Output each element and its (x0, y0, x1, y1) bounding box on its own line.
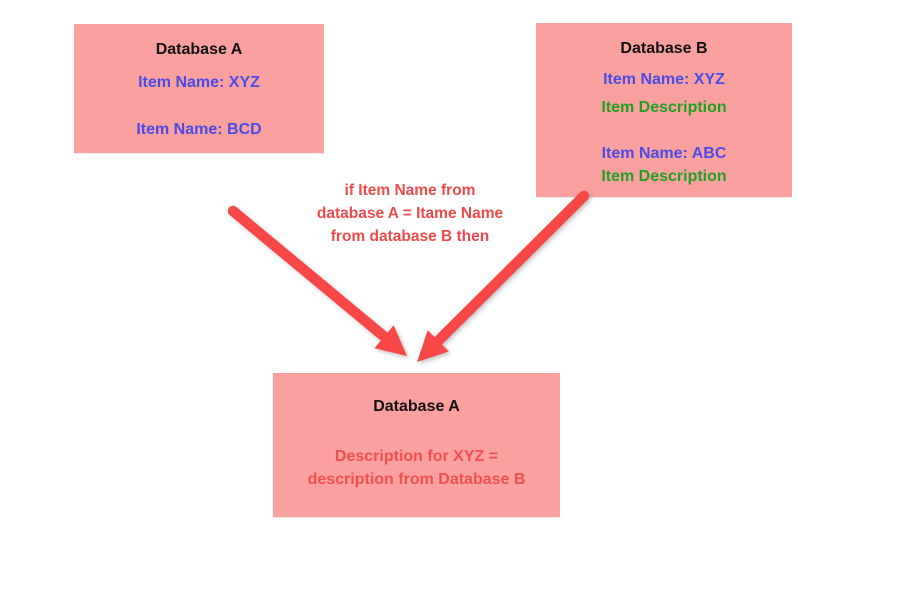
result-line-2: description from Database B (307, 471, 526, 488)
result-line-1: Description for XYZ = (334, 448, 499, 465)
database-b-item-name-abc: Item Name: ABC (601, 145, 727, 162)
database-b-item-description-xyz: Item Description (601, 99, 727, 116)
database-b-title: Database B (620, 40, 708, 57)
database-a-source-box: Database A Item Name: XYZ Item Name: BCD (74, 24, 324, 153)
match-condition-text: if Item Name from database A = Itame Nam… (280, 179, 540, 248)
condition-line-3: from database B then (330, 228, 490, 245)
database-a-result-title: Database A (373, 398, 460, 415)
database-b-item-name-xyz: Item Name: XYZ (603, 71, 725, 88)
database-a-result-box: Database A Description for XYZ = descrip… (273, 373, 560, 517)
result-description-text: Description for XYZ = description from D… (273, 445, 560, 491)
database-a-item-name-bcd: Item Name: BCD (136, 121, 262, 138)
database-a-source-title: Database A (155, 41, 243, 58)
condition-line-2: database A = Itame Name (316, 205, 504, 222)
condition-line-1: if Item Name from (344, 182, 476, 199)
database-b-box: Database B Item Name: XYZ Item Descripti… (536, 23, 792, 197)
database-a-item-name-xyz: Item Name: XYZ (138, 74, 260, 91)
database-b-item-description-abc: Item Description (601, 168, 727, 185)
